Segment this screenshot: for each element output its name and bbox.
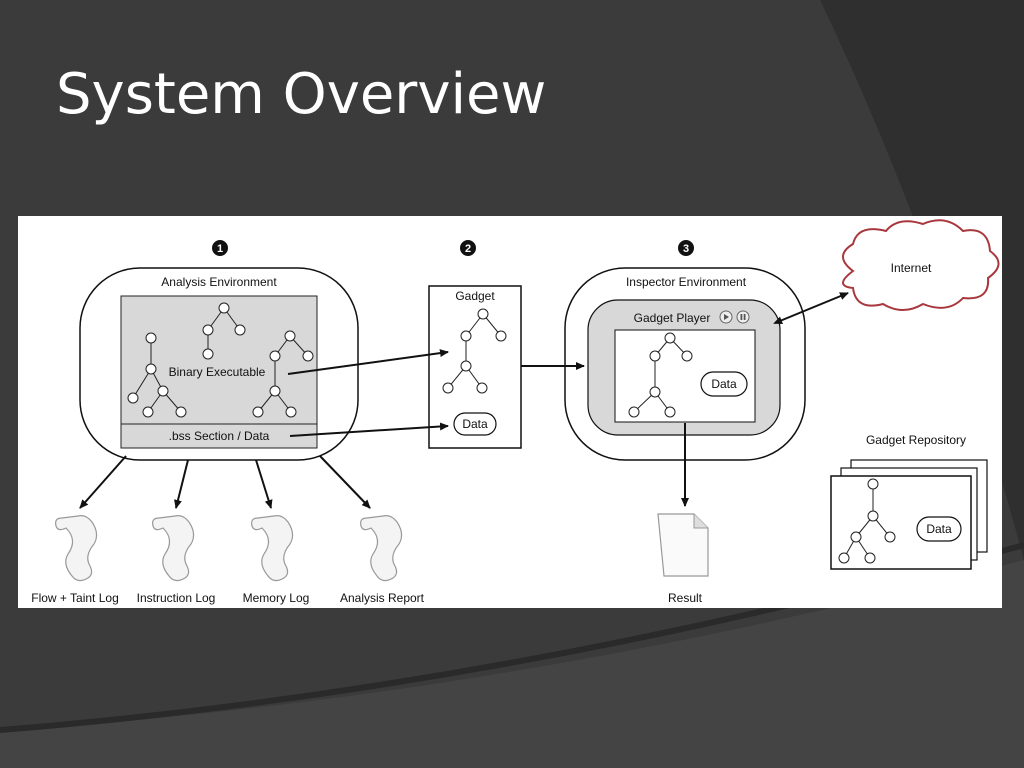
gadget-repository-title: Gadget Repository [866,433,966,447]
svg-text:2: 2 [465,243,471,255]
internet-cloud: Internet [842,219,1000,311]
play-icon[interactable] [719,310,733,324]
arrow-to-memory-log [255,459,273,509]
arrow-binary-to-gadget [287,349,449,375]
arrow-to-instruction-log [174,459,189,509]
log-label-memory: Memory Log [243,591,310,605]
log-label-instruction: Instruction Log [137,591,216,605]
step-badge-1: 1 [212,240,228,256]
arrow-to-flow-log [79,455,127,509]
arrow-bss-to-data [289,422,449,437]
log-label-flow-taint: Flow + Taint Log [31,591,119,605]
binary-executable-label: Binary Executable [169,365,266,379]
document-icon [657,513,709,577]
gadget-repository: Gadget Repository Data [830,433,988,570]
analysis-environment-title: Analysis Environment [161,275,277,289]
step-badge-3: 3 [678,240,694,256]
pause-icon[interactable] [736,310,750,324]
gadget-data-label: Data [462,417,488,431]
scroll-icon [251,515,294,582]
svg-text:3: 3 [683,243,689,255]
result-label: Result [668,591,703,605]
gadget-title: Gadget [455,289,495,303]
scroll-icon [360,515,403,582]
arrow-player-internet [773,292,849,325]
background-swoosh [0,560,1024,768]
gadget-player-label: Gadget Player [634,311,711,325]
inspector-environment: Inspector Environment Gadget Player Data [564,267,806,461]
flow-arrows [79,292,849,509]
log-label-analysis-report: Analysis Report [340,591,425,605]
slide-title: System Overview [56,62,547,127]
bss-section-label: .bss Section / Data [169,429,270,443]
repository-tree-graph [838,478,896,564]
inspector-environment-title: Inspector Environment [626,275,747,289]
analysis-environment: Analysis Environment Binary Executable .… [79,267,359,461]
scroll-icon [152,515,195,582]
system-overview-diagram: 1 2 3 Analysis Environment Binary Execut… [18,216,1002,608]
binary-tree-graphs [127,302,314,418]
player-tree-graph [628,332,693,418]
svg-text:1: 1 [217,243,223,255]
gadget-tree-graph [442,308,507,394]
scroll-icon [55,515,98,582]
gadget-box: Gadget Data [428,285,522,449]
arrow-to-analysis-report [319,455,371,509]
repository-data-label: Data [926,522,952,536]
background-swoosh [820,0,1024,560]
step-badge-2: 2 [460,240,476,256]
internet-label: Internet [891,261,932,275]
player-data-label: Data [711,377,737,391]
